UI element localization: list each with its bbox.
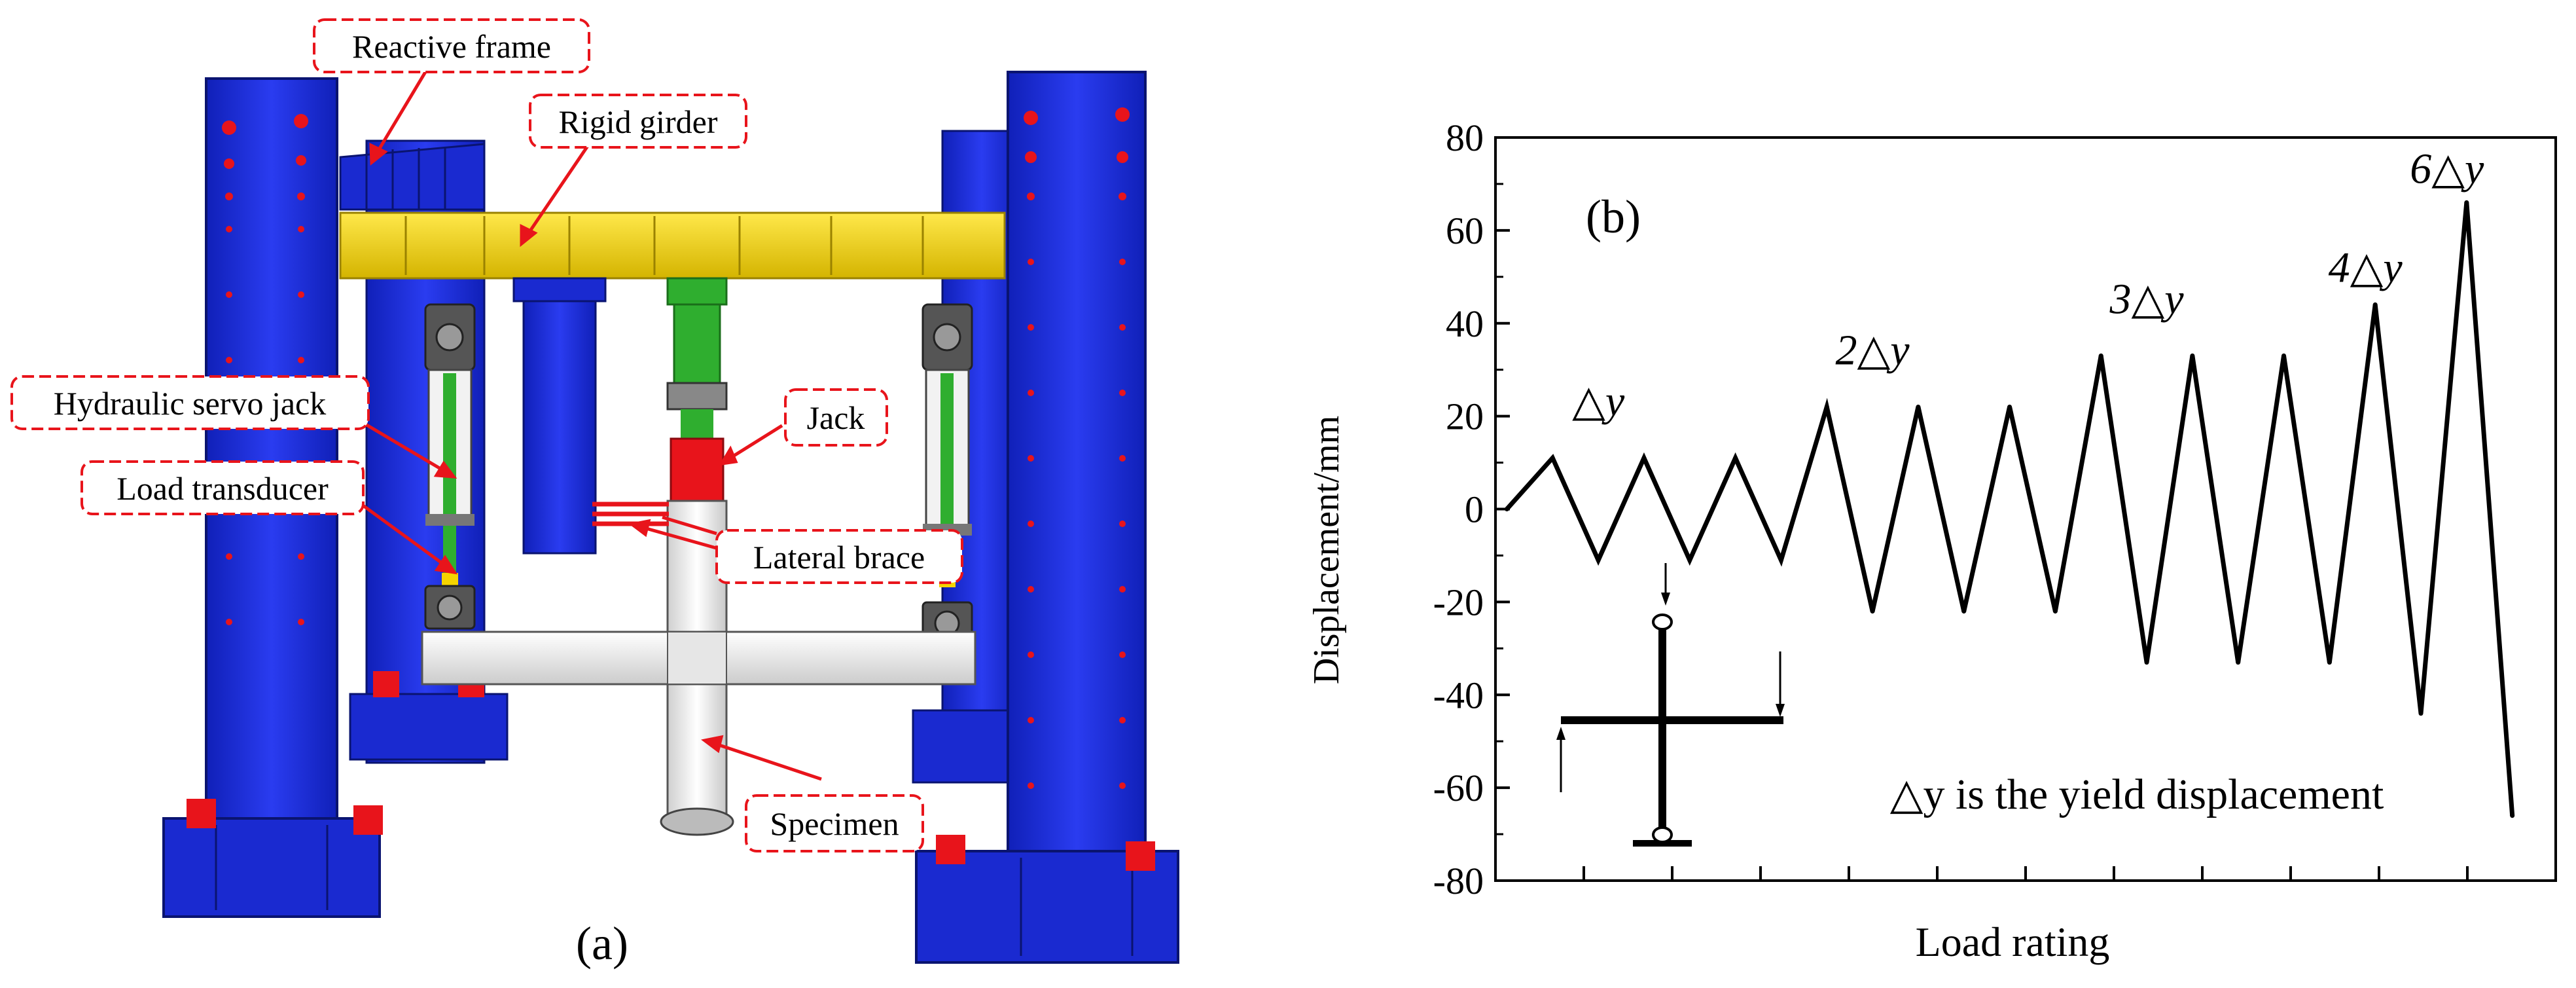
y-tick-label: -60 [1433,767,1484,809]
data-point [1916,404,1921,409]
vertical-jack [666,277,728,502]
y-tick-label: 0 [1465,488,1484,531]
label-hydraulic-servo-jack: Hydraulic servo jack [54,385,327,422]
data-point [1596,558,1601,563]
reactive-frame-beam [339,143,486,211]
data-point [1550,455,1555,460]
data-point [1824,404,1829,409]
data-point [2464,200,2469,205]
data-point [2098,353,2103,358]
panel-a-drawing: Reactive frame Rigid girder Hydraulic se… [10,18,1179,970]
x-axis-label: Load rating [1916,919,2110,965]
data-point [1687,558,1692,563]
label-reactive-frame: Reactive frame [352,28,551,65]
rigid-girder [339,211,1006,280]
specimen-schematic-icon [1556,563,1785,847]
front-right-column [915,71,1179,964]
y-tick-label: 20 [1446,395,1484,438]
data-point [2372,302,2378,307]
data-point [1870,609,1875,614]
data-point [2190,353,2195,358]
data-point [2052,609,2058,614]
amplitude-label: 2△y [1836,326,1910,374]
label-lateral-brace: Lateral brace [753,539,925,576]
data-point [2418,711,2424,716]
callout-load-transducer: Load transducer [80,460,365,515]
y-tick-label: 60 [1446,210,1484,252]
x-ticks [1583,866,2469,881]
amplitude-annotations: △y 2△y 3△y 4△y 6△y [1572,145,2484,425]
label-rigid-girder: Rigid girder [558,103,717,140]
left-hydraulic-jack [424,303,476,630]
series-line [1504,200,2515,818]
label-load-transducer: Load transducer [116,470,329,507]
y-tick-label: 80 [1446,117,1484,159]
yield-note: △y is the yield displacement [1890,771,2384,818]
y-tick-label: -80 [1433,860,1484,902]
y-tick-label: -40 [1433,674,1484,716]
callout-reactive-frame: Reactive frame [313,18,590,73]
lateral-brace-column [512,277,607,555]
data-point [2144,660,2149,665]
amplitude-label: 4△y [2329,244,2403,291]
amplitude-label: 6△y [2410,145,2484,192]
y-axis-label: Displacement/mm [1306,416,1347,685]
y-tick-label: -20 [1433,581,1484,623]
label-specimen: Specimen [770,805,899,842]
data-point [1961,609,1967,614]
data-point [1641,455,1647,460]
callout-specimen: Specimen [745,794,924,852]
y-ticks: -80 -60 -40 -20 0 20 40 60 80 [1433,117,1510,902]
data-point [2327,660,2332,665]
callout-jack: Jack [784,388,888,447]
data-point [2510,813,2515,818]
caption-a: (a) [576,917,628,970]
amplitude-label: △y [1572,377,1625,425]
caption-b: (b) [1586,191,1641,243]
y-tick-label: 40 [1446,302,1484,345]
amplitude-label: 3△y [2109,275,2185,323]
lateral-brace-rods [592,502,669,526]
callout-hydraulic-servo-jack: Hydraulic servo jack [10,375,370,430]
callout-lateral-brace: Lateral brace [715,529,963,584]
label-jack: Jack [807,399,865,436]
panel-b-chart: Displacement/mm Load rating -80 -60 -40 -20… [1306,117,2557,965]
data-point [1778,558,1783,563]
data-point [2236,660,2241,665]
callout-rigid-girder: Rigid girder [529,94,747,149]
data-point [2007,404,2012,409]
data-point [1733,455,1738,460]
data-point [1504,507,1509,511]
callout-arrows [355,71,822,781]
data-point [2281,353,2287,358]
